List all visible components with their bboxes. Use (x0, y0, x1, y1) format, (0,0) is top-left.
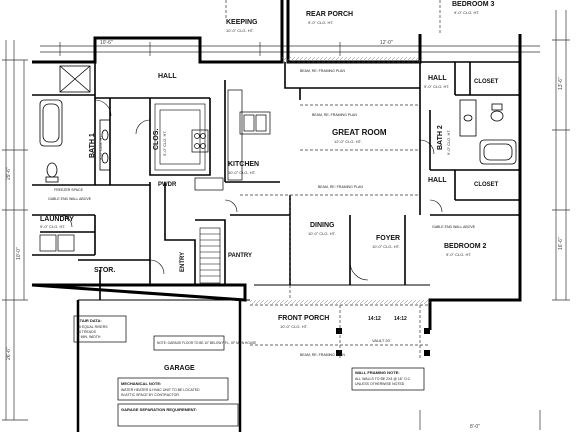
room-size-keeping: 10'-0" CLG. HT. (226, 28, 254, 33)
stair-data-title: STAIR DATA: (77, 318, 102, 323)
note-vault: VAULT 20' (372, 338, 391, 343)
room-label-hall-right: HALL (428, 75, 447, 82)
note-boxes (73, 315, 425, 427)
note-garage-floor: NOTE: GARAGE FLOOR TO BE 10" BELOW F.F.L… (157, 341, 256, 345)
room-label-bath-1: BATH 1 (89, 133, 96, 158)
dim-top-2: 12'-0" (380, 40, 393, 46)
room-label-closet-top: CLOSET (474, 79, 499, 85)
mechanical-note-line: IN ATTIC SPACE BY CONTRACTOR. (121, 393, 180, 397)
room-label-laundry: LAUNDRY (40, 216, 74, 223)
plan-notes: BEAM, RE: FRAMING PLAN BEAM, RE: FRAMING… (48, 69, 476, 412)
vanity-1 (99, 119, 111, 171)
note-freezer: FREEZER SPACE (54, 188, 84, 192)
shower-1 (59, 65, 91, 93)
room-label-entry: ENTRY (180, 252, 186, 272)
note-beam-front-porch: BEAM, RE: FRAMING PLAN (300, 353, 345, 357)
dim-right-1: 13'-6" (558, 77, 564, 90)
room-label-bedroom-3: BEDROOM 3 (452, 1, 495, 8)
room-size-bath-2: 9'-0" CLG. HT. (446, 129, 451, 155)
room-label-keeping: KEEPING (226, 19, 258, 26)
wall-framing-line: UNLESS OTHERWISE NOTED (355, 382, 405, 386)
room-size-bedroom-2: 9'-0" CLG. HT. (446, 252, 472, 257)
room-size-foyer: 10'-0" CLG. HT. (372, 244, 400, 249)
room-size-dining: 10'-0" CLG. HT. (308, 231, 336, 236)
dim-top-1: 10'-6" (100, 40, 113, 46)
note-beam-rear-porch: BEAM, RE: FRAMING PLAN (300, 69, 345, 73)
room-size-great-room: 12'-0" CLG. HT. (334, 139, 362, 144)
wall-framing-line: ALL WALLS TO BE 2X4 @ 16" O.C. (355, 377, 411, 381)
room-label-stor: STOR. (94, 267, 115, 274)
kitchen-counter (194, 89, 271, 191)
roof-pitch-right: 14:12 (394, 316, 407, 322)
room-size-bedroom-3: 9'-0" CLG. HT. (454, 10, 480, 15)
bathtub-2 (479, 139, 517, 165)
mechanical-note-title: MECHANICAL NOTE: (121, 381, 161, 386)
room-label-rear-porch: REAR PORCH (306, 11, 353, 18)
vanity-2 (459, 99, 477, 137)
room-label-hall-left: HALL (158, 73, 177, 80)
garage-separation-title: GARAGE SEPARATION REQUIREMENT: (121, 407, 197, 412)
room-label-dining: DINING (310, 222, 335, 229)
toilet-2 (490, 103, 504, 122)
toilet-1 (45, 162, 59, 183)
room-size-clos: 9'-0" CLG. HT. (162, 130, 167, 156)
room-label-great-room: GREAT ROOM (332, 128, 387, 137)
room-labels: KEEPING 10'-0" CLG. HT. REAR PORCH 9'-0"… (40, 1, 499, 372)
dim-left-3: 26'-6" (6, 347, 12, 360)
dim-left-1: 29'-6" (6, 167, 12, 180)
beam-lines (225, 0, 441, 360)
exterior-walls (31, 0, 522, 432)
room-label-front-porch: FRONT PORCH (278, 315, 329, 322)
room-size-hall-right: 9'-0" CLG. HT. (424, 84, 450, 89)
hatch-strip (282, 57, 420, 61)
door-swings (59, 99, 443, 281)
stairs (199, 227, 221, 284)
note-beam-dining: BEAM, RE: FRAMING PLAN (318, 185, 363, 189)
room-label-pantry: PANTRY (228, 253, 252, 259)
room-size-bath-1: 9'-0" CLG. HT. (98, 134, 103, 160)
stair-data-line: 15 EQUAL RISERS (77, 325, 108, 329)
laundry-machines (39, 234, 75, 252)
room-size-laundry: 9'-0" CLG. HT. (40, 224, 66, 229)
interior-walls (32, 61, 520, 300)
room-label-clos: CLOS. (153, 129, 160, 150)
room-label-bath-2: BATH 2 (437, 125, 444, 150)
note-gable-end-left: GABLE END WALL ABOVE (48, 197, 92, 201)
mechanical-note-line: WATER HEATER & HVAC UNIT TO BE LOCATED (121, 388, 200, 392)
wall-framing-title: WALL FRAMING NOTE: (355, 370, 400, 375)
room-size-kitchen: 10'-0" CLG. HT. (228, 170, 256, 175)
room-label-foyer: FOYER (376, 235, 400, 242)
room-label-kitchen: KITCHEN (228, 161, 259, 168)
room-label-closet-mid: CLOSET (474, 182, 499, 188)
room-label-garage: GARAGE (164, 365, 195, 372)
porch-columns (336, 328, 430, 356)
room-label-bedroom-2: BEDROOM 2 (444, 243, 487, 250)
room-label-pwdr: PWDR (158, 182, 177, 188)
note-gable-end-right: GABLE END WALL ABOVE (432, 225, 476, 229)
dim-left-2: 10'-0" (16, 247, 22, 260)
dim-right-2: 16'-6" (558, 237, 564, 250)
room-label-hall-bath: HALL (428, 177, 447, 184)
dimension-lines (2, 10, 570, 430)
room-size-front-porch: 10'-0" CLG. HT. (280, 324, 308, 329)
note-beam-great-room: BEAM, RE: FRAMING PLAN (312, 113, 357, 117)
range (191, 129, 209, 153)
room-size-rear-porch: 9'-0" CLG. HT. (308, 20, 334, 25)
bathtub-1 (39, 99, 63, 147)
hatch-strip (250, 300, 430, 304)
dim-bottom-1: 8'-0" (470, 424, 480, 430)
stair-data-line: 14 TREADS (77, 330, 97, 334)
stair-data-line: 3' MIN. WIDTH (77, 335, 101, 339)
roof-pitch-left: 14:12 (368, 316, 381, 322)
